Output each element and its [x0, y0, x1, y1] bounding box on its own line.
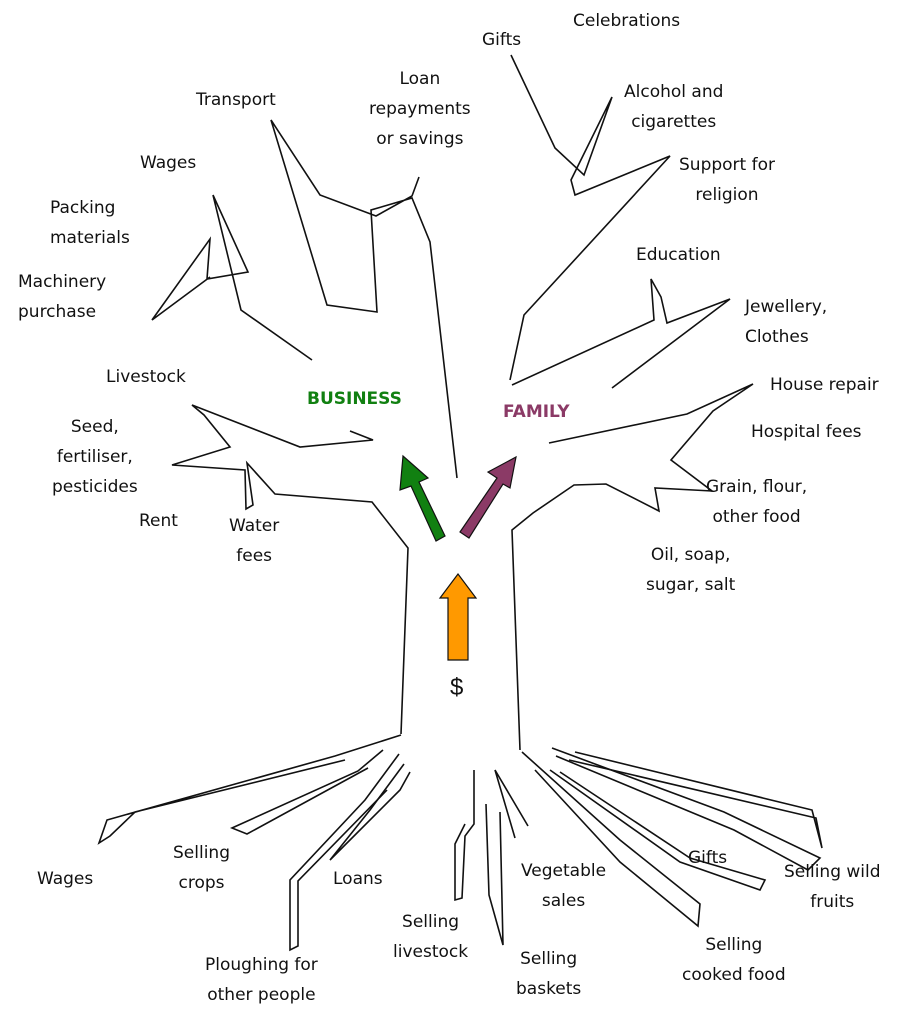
family-arrow	[460, 457, 516, 538]
label-seed-fertiliser: Seed, fertiliser, pesticides	[52, 412, 138, 502]
label-selling-crops: Selling crops	[173, 838, 230, 898]
label-loan-repayments: Loan repayments or savings	[369, 64, 471, 154]
label-transport: Transport	[196, 85, 276, 115]
branch-education-jewellery	[512, 279, 730, 388]
root-ploughing	[290, 754, 399, 950]
label-selling-wild-fruits: Selling wild fruits	[784, 857, 881, 917]
family-heading: FAMILY	[503, 401, 570, 423]
business-arrow	[400, 456, 445, 541]
label-livestock: Livestock	[106, 362, 186, 392]
label-wages: Wages	[140, 148, 196, 178]
trunk-left-outline	[172, 405, 408, 734]
label-alcohol-cigarettes: Alcohol and cigarettes	[624, 77, 723, 137]
root-livestock	[455, 770, 474, 900]
label-ploughing: Ploughing for other people	[205, 950, 318, 1010]
label-machinery-purchase: Machinery purchase	[18, 267, 106, 327]
business-heading: BUSINESS	[307, 388, 402, 410]
label-vegetable-sales: Vegetable sales	[521, 856, 606, 916]
money-arrow	[440, 574, 476, 660]
label-jewellery-clothes: Jewellery, Clothes	[745, 292, 827, 352]
label-support-religion: Support for religion	[679, 150, 775, 210]
label-loans: Loans	[333, 864, 383, 894]
label-selling-livestock: Selling livestock	[393, 907, 468, 967]
label-hospital-fees: Hospital fees	[751, 417, 862, 447]
label-rent: Rent	[139, 506, 178, 536]
label-celebrations: Celebrations	[573, 6, 680, 36]
root-wild-2	[569, 752, 822, 848]
label-education: Education	[636, 240, 721, 270]
label-gifts-family: Gifts	[482, 25, 521, 55]
root-baskets	[486, 804, 503, 945]
label-grain-flour: Grain, flour, other food	[706, 472, 807, 532]
label-packing-materials: Packing materials	[50, 193, 130, 253]
label-selling-cooked-food: Selling cooked food	[682, 930, 786, 990]
label-house-repair: House repair	[770, 370, 879, 400]
label-root-wages: Wages	[37, 864, 93, 894]
money-symbol: $	[450, 674, 463, 702]
label-root-gifts: Gifts	[688, 843, 727, 873]
branch-transport-loan	[271, 120, 457, 478]
label-selling-baskets: Selling baskets	[516, 944, 581, 1004]
label-water-fees: Water fees	[229, 511, 279, 571]
label-oil-soap: Oil, soap, sugar, salt	[646, 540, 735, 600]
branch-wages-packing-machinery	[152, 195, 312, 360]
